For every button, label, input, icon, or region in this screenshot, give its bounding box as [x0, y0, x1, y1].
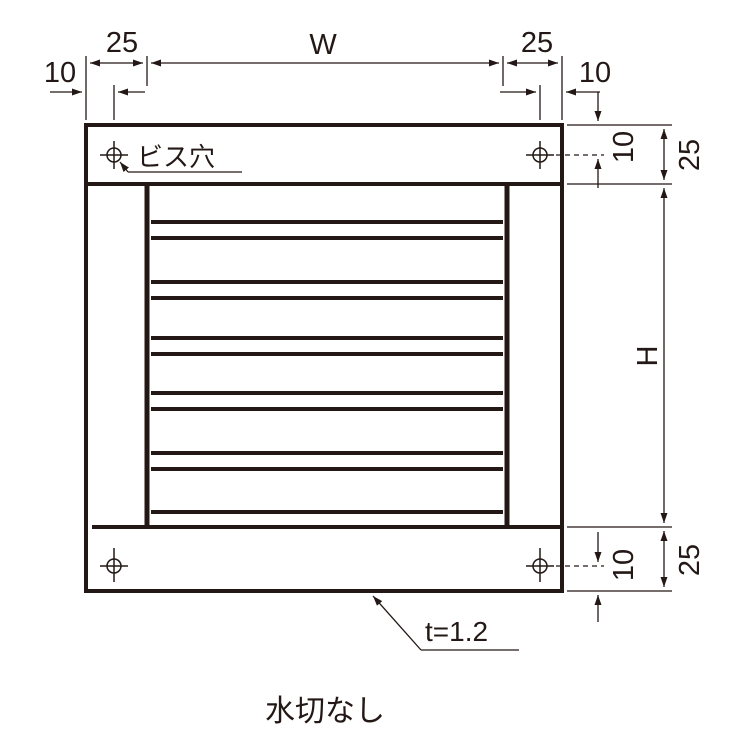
dim-width: W: [309, 29, 337, 61]
dim-right-top-10: 10: [608, 131, 640, 163]
caption: 水切なし: [265, 694, 385, 729]
top-dimensions: [50, 56, 600, 120]
dim-top-left-10: 10: [44, 57, 76, 89]
screw-hole-top-left: [100, 141, 128, 169]
thickness-label: t=1.2: [425, 616, 488, 647]
louver-frame: [84, 123, 564, 593]
louver-blades: [151, 220, 503, 514]
dim-height: H: [632, 346, 664, 367]
outer-frame: [84, 123, 564, 593]
leaders: [119, 161, 519, 651]
dim-right-bottom-10: 10: [608, 549, 640, 581]
dim-right-bottom-25: 25: [674, 544, 706, 576]
dim-top-left-25: 25: [106, 27, 138, 59]
dim-top-right-25: 25: [521, 27, 553, 59]
screw-hole-label: ビス穴: [137, 143, 215, 173]
screw-hole-top-right: [526, 141, 554, 169]
dim-right-top-25: 25: [674, 139, 706, 171]
screw-hole-bottom-left: [100, 548, 128, 582]
right-dimensions: [556, 92, 672, 622]
screw-hole-bottom-right: [526, 548, 554, 582]
dim-top-right-10: 10: [579, 57, 611, 89]
